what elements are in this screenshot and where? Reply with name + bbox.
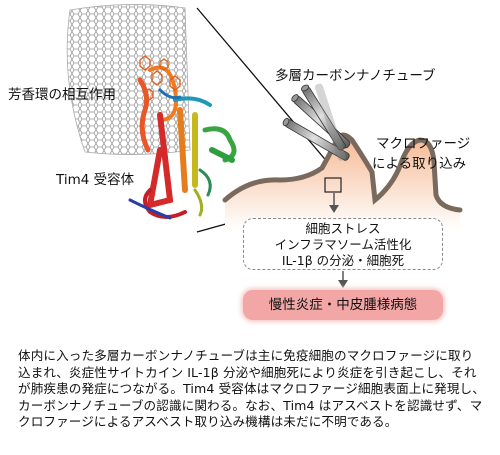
aromatic-residues: [139, 55, 181, 101]
stress-line-2: インフラマソーム活性化: [274, 237, 412, 252]
diagram-figure: [66, 4, 463, 288]
stress-line-3: IL-1β の分泌・細胞死: [281, 253, 405, 268]
tim4-receptor-ribbon: [128, 65, 237, 220]
tim4-receptor-label: Tim4 受容体: [56, 172, 135, 188]
macrophage-membrane: [222, 132, 463, 230]
figure-caption: 体内に入った多層カーボンナノチューブは主に免疫細胞のマクロファージに取り込まれ、…: [18, 348, 485, 430]
flow-arrows: [329, 193, 348, 288]
macrophage-uptake-label-2: による取り込み: [372, 156, 467, 172]
aromatic-interaction-label: 芳香環の相互作用: [8, 87, 116, 103]
cell-stress-box: 細胞ストレス インフラマソーム活性化 IL-1β の分泌・細胞死: [243, 218, 443, 270]
outcome-box: 慢性炎症・中皮腫様病態: [243, 290, 443, 320]
zoom-box: [324, 177, 342, 193]
stress-line-1: 細胞ストレス: [305, 221, 381, 236]
macrophage-uptake-label-1: マクロファージ: [376, 136, 471, 152]
nanotube-label: 多層カーボンナノチューブ: [275, 68, 436, 84]
nanotubes: [282, 83, 351, 193]
